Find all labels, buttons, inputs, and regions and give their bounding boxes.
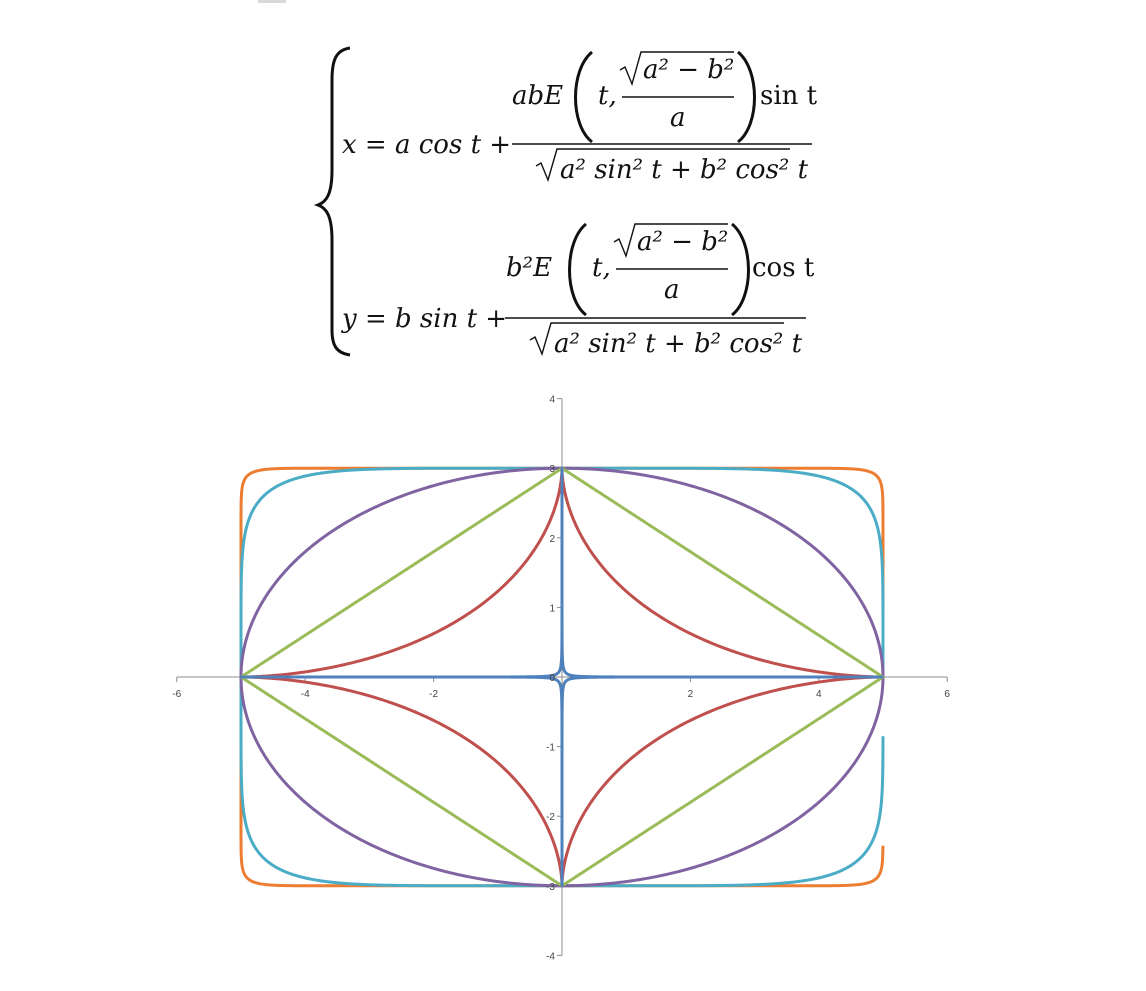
x-tick-label: -2 — [429, 689, 438, 700]
x-tick-label: -6 — [172, 689, 181, 700]
y-tick-label: 3 — [549, 464, 555, 475]
curve-family-chart: -6 -4 -2 2 4 6 4 3 2 1 0 -1 -2 -3 -4 — [0, 370, 1146, 987]
chart-plot: -6 -4 -2 2 4 6 4 3 2 1 0 -1 -2 -3 -4 — [172, 395, 950, 963]
parametric-formula: x = a cos t + abE t, a² − b² a sin t a² … — [0, 0, 1146, 370]
y-tick-label: 2 — [549, 534, 555, 545]
y-arg-num: a² − b² — [637, 227, 728, 257]
y-right-paren — [730, 222, 750, 317]
chart-series — [239, 466, 885, 888]
x-lhs: x = a cos t + — [342, 130, 511, 160]
x-arg-sqrt — [619, 51, 734, 87]
y-tick-label: -1 — [546, 743, 555, 754]
y-den-sqrt — [529, 322, 784, 357]
x-tick-label: 4 — [816, 689, 822, 700]
x-left-paren — [574, 50, 594, 144]
x-denominator: a² sin² t + b² cos² t — [560, 155, 809, 185]
y-tick-label: 1 — [549, 603, 555, 614]
x-num-pre: abE — [512, 81, 563, 111]
x-right-paren — [736, 50, 756, 144]
x-arg-den: a — [670, 103, 686, 133]
x-arg-t: t, — [598, 81, 617, 111]
y-tick-label: -3 — [546, 882, 555, 893]
y-arg-sqrt — [613, 223, 728, 259]
y-lhs: y = b sin t + — [341, 304, 507, 334]
series-squircle-line — [239, 466, 885, 888]
y-num-pre: b²E — [506, 253, 552, 283]
chart-tick-labels: -6 -4 -2 2 4 6 4 3 2 1 0 -1 -2 -3 -4 — [172, 395, 950, 963]
top-edge-mark — [258, 0, 286, 3]
series-narrow-star-cross--line — [239, 466, 885, 888]
system-brace — [313, 46, 351, 357]
x-num-post: sin t — [760, 81, 818, 111]
y-arg-t: t, — [592, 253, 611, 283]
y-left-paren — [568, 222, 588, 317]
y-tick-label: 0 — [549, 673, 555, 684]
y-num-post: cos t — [752, 253, 815, 283]
x-tick-label: -4 — [301, 689, 310, 700]
y-tick-label: 4 — [549, 395, 555, 406]
y-tick-label: -4 — [546, 951, 555, 962]
y-tick-label: -2 — [546, 812, 555, 823]
x-tick-label: 6 — [944, 689, 950, 700]
y-arg-den: a — [664, 275, 680, 305]
x-arg-num: a² − b² — [643, 55, 734, 85]
series-near-rectangle-square-curve--line — [239, 466, 885, 888]
x-tick-label: 2 — [688, 689, 694, 700]
y-denominator: a² sin² t + b² cos² t — [554, 329, 803, 359]
x-den-sqrt — [535, 148, 790, 183]
